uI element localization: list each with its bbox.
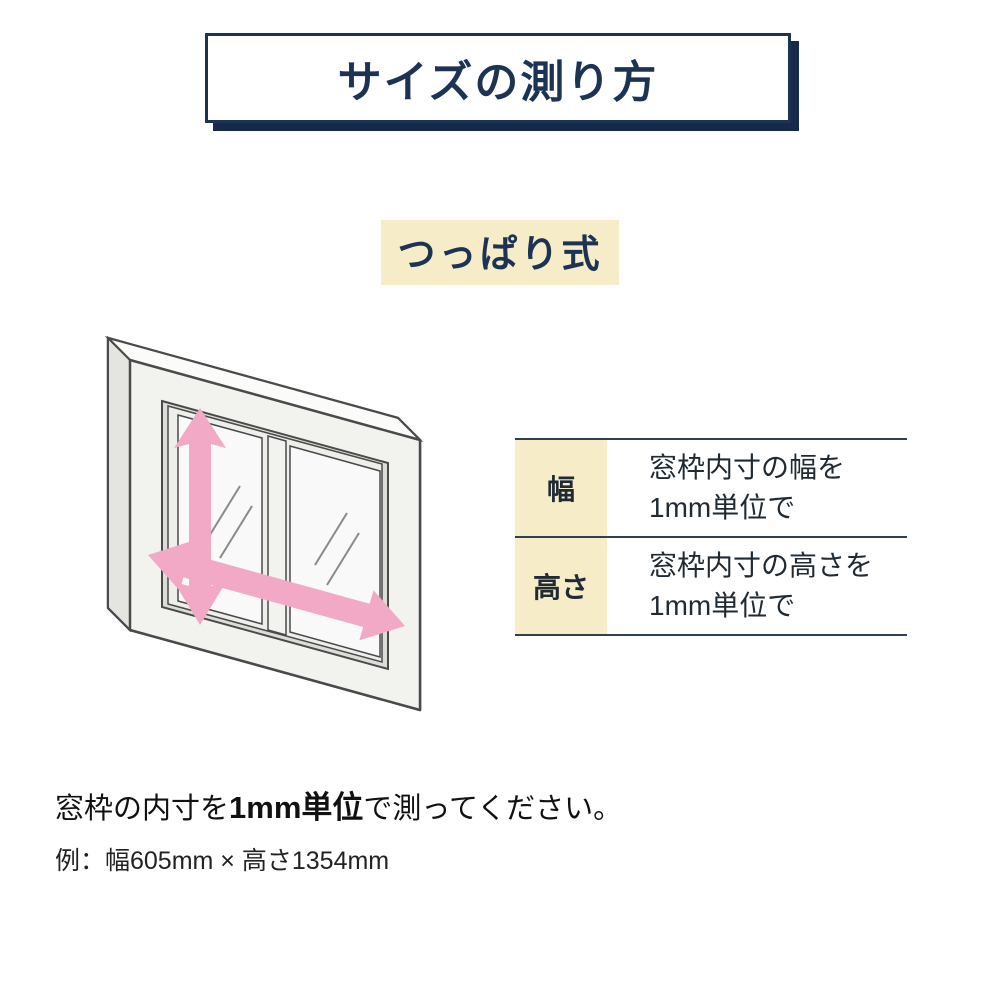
glass-shine-left xyxy=(207,485,253,559)
section-heading-wrap: つっぱり式 xyxy=(0,220,1000,285)
frame-depth-edges xyxy=(107,337,131,631)
glass-shine-right xyxy=(314,512,360,586)
height-measure-arrow xyxy=(174,408,226,625)
center-mullion xyxy=(267,435,287,636)
row-desc-width-line1: 窓枠内寸の幅を xyxy=(649,452,846,484)
row-desc-height-line1: 窓枠内寸の高さを xyxy=(649,550,874,582)
window-illustration xyxy=(104,335,424,712)
row-desc-width: 窓枠内寸の幅を 1mm単位で xyxy=(607,440,907,536)
measurement-spec-table: 幅 窓枠内寸の幅を 1mm単位で 高さ 窓枠内寸の高さを 1mm単位で xyxy=(515,438,907,636)
table-row-height: 高さ 窓枠内寸の高さを 1mm単位で xyxy=(515,538,907,636)
footer-instruction-post: で測ってください。 xyxy=(363,793,623,825)
footer-instruction-pre: 窓枠の内寸を xyxy=(55,793,230,825)
footer-example: 例：幅605mm × 高さ1354mm xyxy=(55,847,390,875)
page-title: サイズの測り方 xyxy=(337,58,659,107)
section-heading: つっぱり式 xyxy=(397,234,603,276)
row-label-width: 幅 xyxy=(515,440,607,536)
frame-left-face xyxy=(107,335,131,633)
title-banner: サイズの測り方 xyxy=(205,33,791,123)
heading-highlight: つっぱり式 xyxy=(381,220,619,285)
row-desc-height: 窓枠内寸の高さを 1mm単位で xyxy=(607,538,907,634)
row-desc-height-line2: 1mm単位で xyxy=(649,590,796,621)
width-measure-arrow xyxy=(148,540,405,641)
footer-instruction-emph: 1mm単位 xyxy=(229,790,364,825)
footer-note: 窓枠の内寸を1mm単位で測ってください。 例：幅605mm × 高さ1354mm xyxy=(55,782,622,877)
row-label-height: 高さ xyxy=(515,538,607,634)
footer-instruction: 窓枠の内寸を1mm単位で測ってください。 xyxy=(55,782,622,827)
row-desc-width-line2: 1mm単位で xyxy=(649,492,796,523)
table-row-width: 幅 窓枠内寸の幅を 1mm単位で xyxy=(515,438,907,538)
